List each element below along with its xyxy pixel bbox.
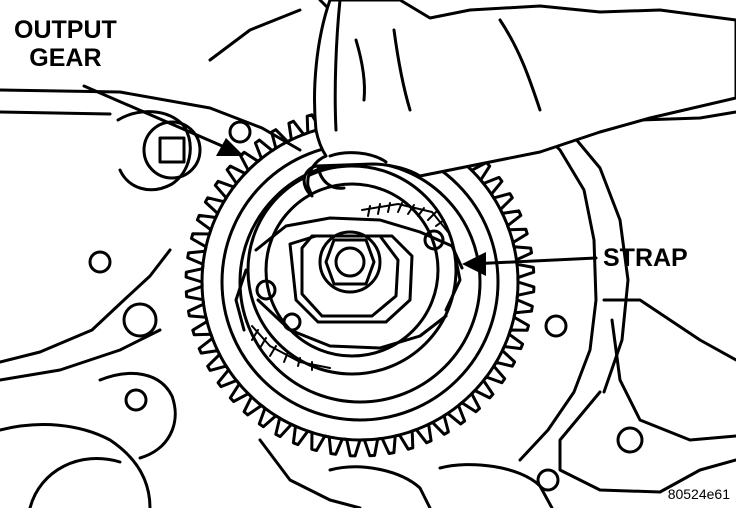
arrowheads <box>216 138 486 276</box>
arrow-icon <box>216 138 244 156</box>
output-gear-leader <box>82 84 238 154</box>
bolt-bosses <box>88 115 644 492</box>
strap-callout: STRAP <box>603 244 688 272</box>
output-gear-line1: OUTPUT <box>14 16 117 44</box>
strap-band <box>251 202 449 371</box>
strap-leader <box>468 256 598 266</box>
figure-id: 80524e61 <box>667 486 730 502</box>
output-gear-callout: OUTPUT GEAR <box>14 16 117 72</box>
output-gear-line2: GEAR <box>29 44 102 72</box>
leader-lines <box>82 84 598 266</box>
technician-hand <box>302 0 736 198</box>
clutch-hub <box>234 164 464 376</box>
arrow-icon <box>462 252 486 276</box>
